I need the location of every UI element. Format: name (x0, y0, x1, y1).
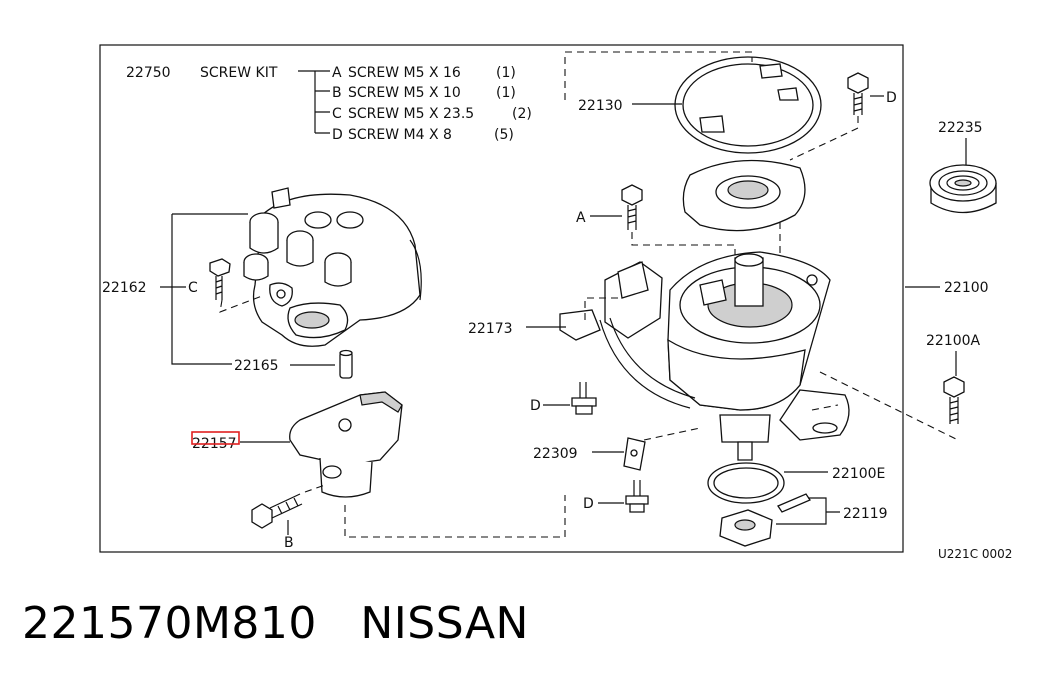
kit-item-b-letter: B (332, 85, 342, 101)
label-22130: 22130 (578, 98, 623, 114)
screw-22100a-drawing (943, 376, 965, 424)
kit-item-d-letter: D (332, 127, 343, 143)
dash-22100a (811, 371, 959, 441)
distributor-cap-drawing (243, 187, 422, 347)
coupling-22119-drawing (719, 493, 811, 547)
kit-item-a-desc: SCREW M5 X 16 (348, 65, 461, 81)
caption-brand: NISSAN (360, 598, 529, 649)
label-22165: 22165 (234, 358, 279, 374)
bracket-22162 (160, 213, 248, 365)
kit-item-d-qty: (5) (494, 127, 514, 143)
kit-item-d-desc: SCREW M4 X 8 (348, 127, 452, 143)
seal-ring-22130-drawing (674, 56, 822, 154)
screw-c-drawing (209, 258, 263, 313)
callout-a: A (576, 210, 586, 226)
callout-d-top: D (886, 90, 897, 106)
part-caption: 221570M810 NISSAN (22, 598, 529, 649)
pin-22165-drawing (339, 349, 353, 379)
label-22119: 22119 (843, 506, 888, 522)
connector-22173-drawing (559, 261, 696, 409)
screw-d-bottom-drawing (625, 480, 649, 513)
highlight-box-22157 (191, 431, 240, 445)
label-22235: 22235 (938, 120, 983, 136)
oring-22100e-drawing (707, 462, 785, 504)
distributor-body-drawing (667, 251, 850, 461)
kit-number: 22750 (126, 65, 171, 81)
figure-code: U221C 0002 (938, 547, 1012, 561)
kit-item-c-qty: (2) (512, 106, 532, 122)
bracket-22119 (776, 497, 840, 525)
dash-clip (643, 427, 701, 441)
rotor-dash-path (344, 495, 566, 538)
label-22309: 22309 (533, 446, 578, 462)
label-22100a: 22100A (926, 333, 981, 349)
label-22173: 22173 (468, 321, 513, 337)
kit-item-c-letter: C (332, 106, 342, 122)
screw-d-mid-drawing (571, 382, 597, 415)
label-22162: 22162 (102, 280, 147, 296)
callout-b: B (284, 535, 294, 551)
label-22100: 22100 (944, 280, 989, 296)
kit-name: SCREW KIT (200, 65, 278, 81)
rotor-drawing (289, 391, 403, 498)
kit-item-c-desc: SCREW M5 X 23.5 (348, 106, 474, 122)
callout-c: C (188, 280, 198, 296)
diagram-frame (99, 44, 904, 553)
kit-tree-lines (298, 70, 330, 134)
dash-22130-top (564, 51, 753, 100)
screw-b-drawing (251, 484, 326, 535)
kit-item-b-desc: SCREW M5 X 10 (348, 85, 461, 101)
label-22100e: 22100E (832, 466, 885, 482)
callout-d-mid: D (530, 398, 541, 414)
kit-item-a-letter: A (332, 65, 342, 81)
caption-part-number: 221570M810 (22, 598, 317, 649)
kit-item-b-qty: (1) (496, 85, 516, 101)
shield-plate-drawing (682, 159, 806, 232)
callout-d-bottom: D (583, 496, 594, 512)
screw-a-drawing (621, 184, 736, 262)
kit-item-a-qty: (1) (496, 65, 516, 81)
clip-22309-drawing (623, 437, 646, 471)
tape-roll-22235-drawing (929, 164, 997, 214)
screw-d-top-drawing (789, 72, 869, 161)
